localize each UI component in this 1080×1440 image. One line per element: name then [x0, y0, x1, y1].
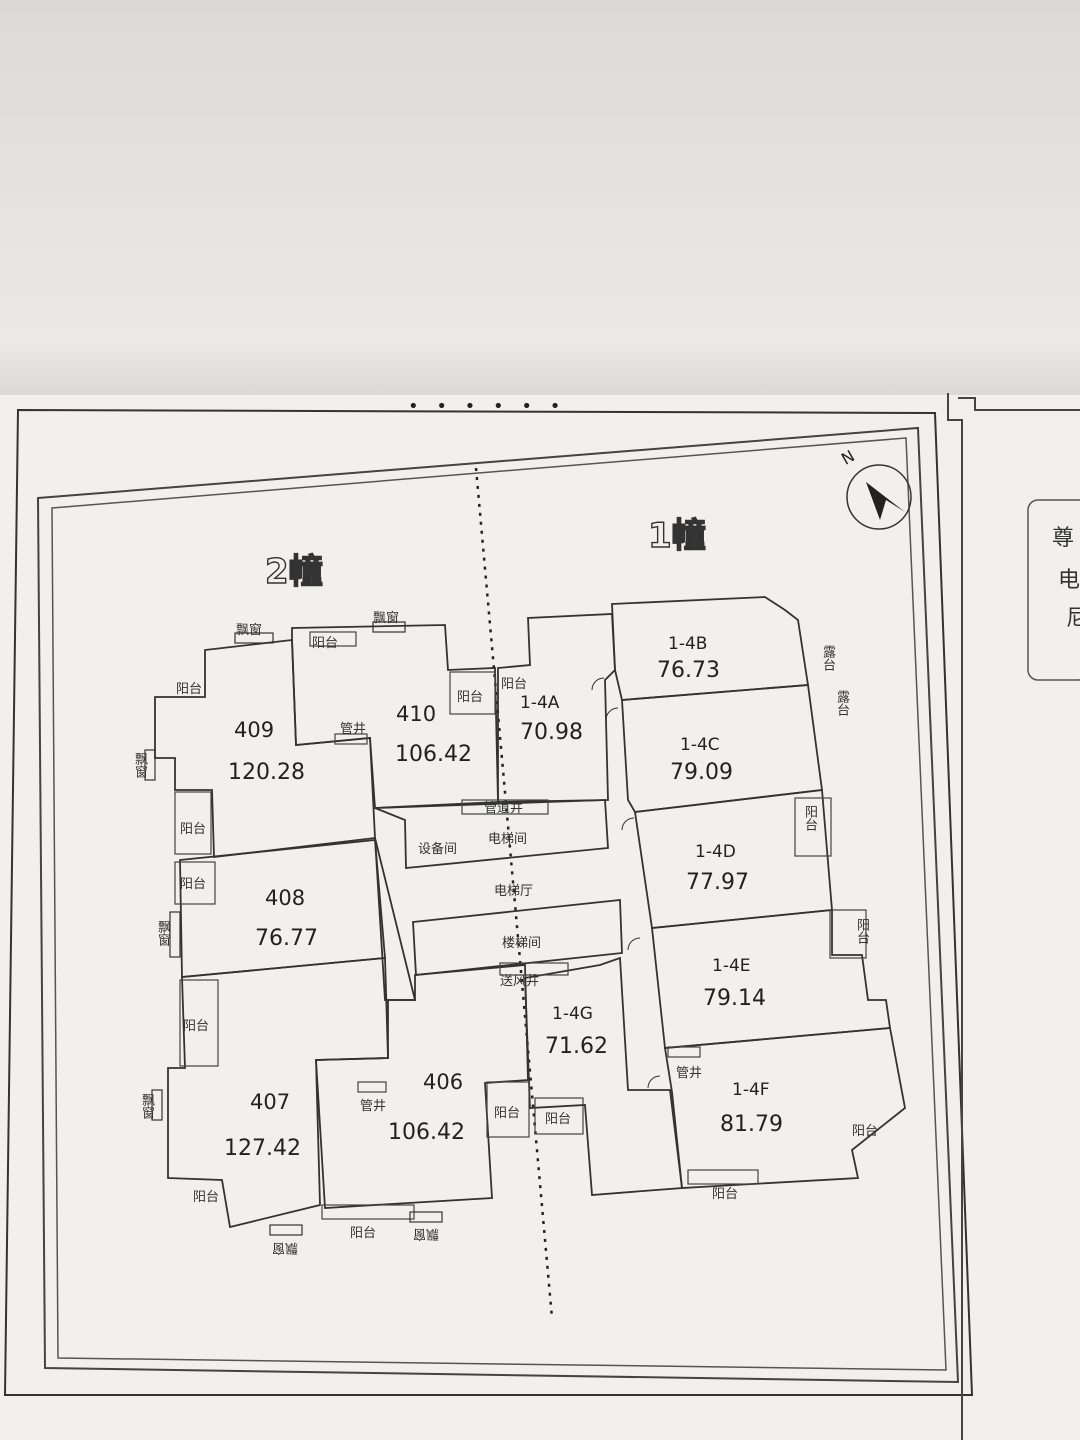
corridor-wall — [374, 837, 417, 1001]
building-1-label: 1幢 — [647, 515, 706, 556]
pipe-shaft-label: 管井 — [676, 1066, 703, 1081]
bay-window-label: 飘窗 — [373, 611, 400, 626]
unit-410-area: 106.42 — [395, 742, 472, 767]
unit-1-4f-area: 81.79 — [720, 1112, 783, 1137]
bay-window-label: 飘窗 — [155, 920, 170, 946]
balcony-label: 阳台 — [854, 918, 869, 944]
balcony-label: 阳台 — [712, 1187, 739, 1202]
unit-1-4c-id: 1-4C — [680, 735, 720, 755]
balconies — [174, 631, 867, 1220]
bay-window-label: 飘窗 — [236, 623, 263, 638]
side-panel-frame-top — [958, 397, 1080, 411]
unit-410-outline — [291, 624, 499, 809]
balcony-label: 阳台 — [545, 1112, 572, 1127]
bay-window-label: 飘窗 — [139, 1093, 154, 1119]
stairwell-label: 楼梯间 — [502, 936, 542, 951]
unit-410-id: 410 — [396, 702, 437, 726]
bay-window-label: 飘窗 — [272, 1240, 299, 1255]
balcony-label: 阳台 — [852, 1124, 879, 1139]
side-panel-box — [1027, 499, 1080, 681]
unit-1-4g-outline — [524, 956, 684, 1196]
page-dots: • • • • • • — [408, 396, 567, 417]
unit-408-id: 408 — [265, 886, 306, 910]
side-panel-char: 尊 — [1052, 526, 1075, 551]
unit-407-outline — [167, 957, 389, 1229]
compass-icon — [846, 464, 912, 530]
unit-1-4g-id: 1-4G — [552, 1004, 593, 1024]
bay-window-label: 飘窗 — [132, 752, 147, 778]
balcony-label: 阳台 — [176, 682, 203, 697]
balcony-label: 阳台 — [350, 1226, 377, 1241]
curled-page-top — [0, 0, 1080, 400]
building-2-label: 2幢 — [264, 551, 323, 592]
balcony-label: 阳台 — [180, 822, 207, 837]
unit-1-4b-outline — [611, 596, 810, 701]
balcony-label: 阳台 — [180, 877, 207, 892]
balcony-label: 阳台 — [183, 1019, 210, 1034]
pipe-shaft-label: 管井 — [360, 1099, 387, 1114]
terrace-label: 露台 — [834, 690, 849, 716]
unit-409-id: 409 — [234, 718, 275, 742]
elevator-hall-label: 电梯厅 — [494, 884, 534, 899]
unit-1-4g-area: 71.62 — [545, 1034, 608, 1059]
core-stair — [412, 899, 623, 976]
elevator-room-label: 电梯间 — [488, 832, 528, 847]
balcony-label: 阳台 — [802, 805, 817, 831]
balcony-label: 阳台 — [193, 1190, 220, 1205]
side-panel-char: 电 — [1058, 568, 1080, 593]
unit-407-id: 407 — [250, 1090, 291, 1114]
unit-406-area: 106.42 — [388, 1120, 465, 1145]
bay-window-label: 飘窗 — [413, 1226, 440, 1241]
pipe-shaft-2-label: 管道井 — [484, 801, 524, 816]
balcony-label: 阳台 — [494, 1106, 521, 1121]
unit-1-4e-area: 79.14 — [703, 986, 766, 1011]
unit-1-4f-id: 1-4F — [732, 1080, 770, 1100]
bay-windows — [144, 621, 443, 1236]
unit-407-area: 127.42 — [224, 1136, 301, 1161]
air-shaft-label: 送风井 — [500, 974, 540, 989]
drawing-frame-inner — [51, 437, 947, 1371]
balcony-label: 阳台 — [312, 636, 339, 651]
unit-1-4b-id: 1-4B — [668, 634, 708, 654]
balcony-label: 阳台 — [457, 690, 484, 705]
unit-1-4d-id: 1-4D — [695, 842, 736, 862]
side-panel-frame — [947, 393, 963, 1440]
terrace-label: 露台 — [820, 645, 835, 671]
unit-408-area: 76.77 — [255, 926, 318, 951]
unit-1-4b-area: 76.73 — [657, 658, 720, 683]
building-divider — [474, 467, 554, 1319]
unit-1-4a-area: 70.98 — [520, 720, 583, 745]
unit-1-4a-id: 1-4A — [520, 693, 560, 713]
unit-406-id: 406 — [423, 1070, 464, 1094]
unit-406-outline — [315, 964, 529, 1209]
equipment-room-label: 设备间 — [418, 842, 458, 857]
door-arcs — [591, 677, 661, 1089]
side-panel-char: 尼 — [1066, 606, 1080, 631]
unit-1-4c-area: 79.09 — [670, 760, 733, 785]
outer-frame — [3, 408, 974, 1396]
pipe-shaft-label: 管井 — [340, 722, 367, 737]
unit-1-4d-area: 77.97 — [686, 870, 749, 895]
unit-1-4e-id: 1-4E — [712, 956, 751, 976]
unit-409-area: 120.28 — [228, 760, 305, 785]
unit-1-4f-outline — [663, 1027, 906, 1189]
drawing-frame-outer — [36, 426, 960, 1384]
balcony-label: 阳台 — [501, 677, 528, 692]
